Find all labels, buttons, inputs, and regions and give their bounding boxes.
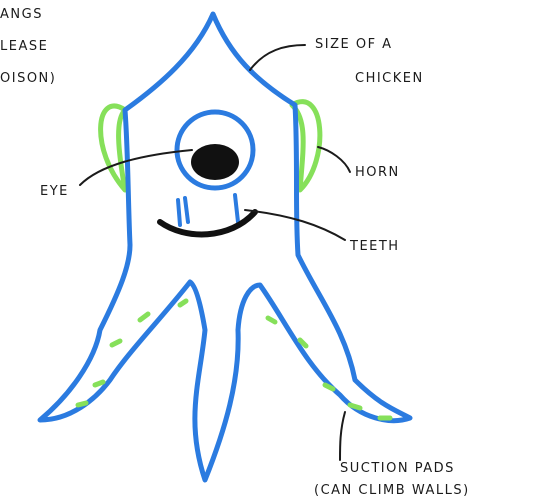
leader-size	[250, 45, 305, 70]
leader-horn	[318, 147, 350, 172]
fangs-label-1: ANGS	[0, 7, 43, 22]
suction-label-2: (CAN CLIMB WALLS)	[314, 483, 470, 498]
eye-pupil	[191, 144, 239, 180]
mouth	[160, 212, 255, 234]
horn-label: HORN	[355, 165, 400, 180]
size-label-2: CHICKEN	[355, 71, 424, 86]
left-horn	[101, 106, 125, 190]
fangs-label-2: LEASE	[0, 39, 48, 54]
leader-suction	[340, 412, 345, 460]
suction-label-1: SUCTION PADS	[340, 461, 455, 476]
size-label-1: SIZE OF A	[315, 37, 393, 52]
fangs-label-3: OISON)	[0, 71, 56, 86]
fang-left	[178, 200, 180, 225]
fang-left-2	[185, 198, 188, 222]
teeth-label: TEETH	[349, 239, 400, 254]
eye-label: EYE	[40, 184, 69, 199]
fang-right	[235, 195, 238, 222]
